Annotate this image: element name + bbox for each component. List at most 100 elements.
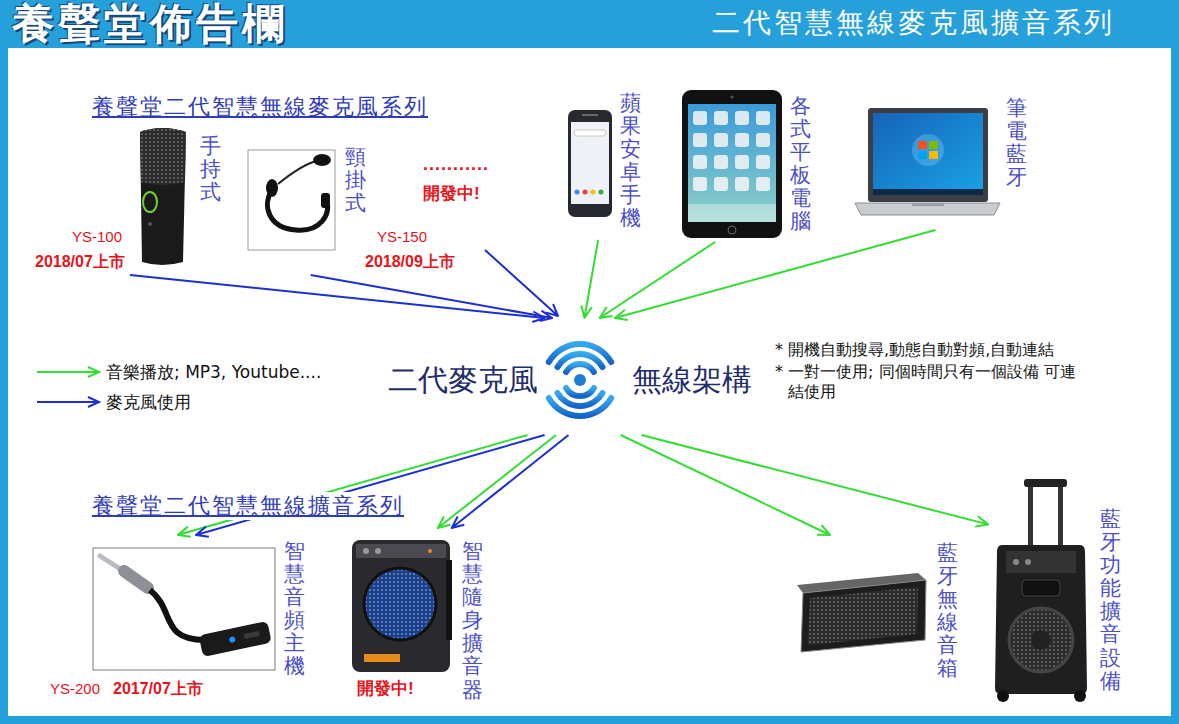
portable-amplifier-illustration-part <box>364 654 400 662</box>
device-node: 智慧隨身擴音器開發中! <box>345 528 490 706</box>
device-label: 蘋果安卓手機 <box>620 92 641 231</box>
wireless-icon-part-part <box>558 393 603 406</box>
portable-amplifier-illustration-part <box>446 560 452 640</box>
portable-amplifier-illustration-part <box>356 544 446 558</box>
pa-speaker-illustration-part <box>1058 482 1063 546</box>
pa-speaker-illustration-part <box>995 545 1087 694</box>
neck-mic-illustration-part <box>313 154 331 166</box>
laptop-illustration-part <box>868 108 988 202</box>
pa-speaker-illustration-part <box>1009 608 1073 672</box>
wireless-icon-part-part <box>549 398 611 416</box>
bluetooth-speaker-illustration <box>797 573 926 652</box>
source-node: 筆電藍牙 <box>848 90 1038 230</box>
handheld-mic-illustration-part <box>143 192 157 212</box>
wireless-hub: 二代麥克風無線架構 <box>385 318 765 435</box>
output-node: 藍牙無線音箱 <box>785 535 963 700</box>
tablet-illustration-part <box>688 104 776 222</box>
laptop-illustration-part <box>918 141 927 149</box>
portable-amplifier-illustration-part <box>352 540 450 672</box>
wireless-icon-part-part <box>558 354 603 367</box>
legend-line <box>37 367 99 377</box>
signal-arrow <box>130 275 545 322</box>
audio-host-illustration-part-part <box>199 621 272 657</box>
audio-host-illustration-part-part <box>229 636 236 643</box>
audio-host-illustration-part <box>93 548 275 670</box>
model-number: YS-100 <box>72 228 122 246</box>
pa-speaker-illustration <box>995 479 1087 702</box>
signal-arrow <box>311 275 552 321</box>
wireless-icon-part <box>549 344 611 416</box>
laptop-illustration-part <box>912 203 944 206</box>
device-label: 手持式 <box>200 135 221 204</box>
signal-arrow <box>642 435 989 527</box>
pa-speaker-illustration-part <box>1024 479 1067 487</box>
phone-illustration-part <box>574 130 606 136</box>
neck-mic-illustration-part <box>248 150 335 250</box>
audio-host-illustration <box>93 548 275 670</box>
portable-amplifier-illustration-part <box>363 548 369 554</box>
laptop-illustration-part <box>929 141 938 149</box>
tablet-illustration-part <box>731 96 734 99</box>
portable-amplifier-illustration-part <box>375 548 381 554</box>
tablet-illustration <box>682 90 782 238</box>
arrow-line <box>642 435 989 527</box>
laptop-illustration-part <box>918 151 927 159</box>
arrow-line <box>311 275 552 321</box>
handheld-mic-illustration-part <box>140 128 186 185</box>
laptop-illustration-part <box>912 134 944 166</box>
signal-arrow <box>438 435 556 528</box>
pa-speaker-illustration-part <box>1028 482 1033 546</box>
series-heading: 養聲堂二代智慧無線擴音系列 <box>90 492 406 520</box>
signal-arrow <box>452 435 569 528</box>
legend-arrow <box>35 364 103 380</box>
development-arrow-part <box>485 250 558 316</box>
hub-label: 二代麥克風 <box>388 362 538 398</box>
neck-mic-illustration-part <box>267 190 327 230</box>
pa-speaker-illustration-part <box>1031 630 1051 650</box>
arrow-line <box>178 435 528 537</box>
device-label: 智慧隨身擴音器 <box>462 540 483 702</box>
laptop-illustration <box>855 108 1000 215</box>
feature-note: * 一對一使用; 同個時間只有一個設備 可連結使用 <box>775 362 1078 402</box>
signal-arrow <box>621 435 830 535</box>
tablet-illustration-part <box>682 90 782 238</box>
handheld-mic-illustration <box>140 128 186 265</box>
phone-illustration-part <box>582 114 598 116</box>
output-node: 藍牙功能擴音設備 <box>988 478 1128 710</box>
neck-mic-illustration <box>248 150 335 250</box>
legend-line <box>37 397 99 407</box>
arrow-line <box>438 435 556 528</box>
device-label: 藍牙功能擴音設備 <box>1100 508 1121 693</box>
series-heading: 養聲堂二代智慧無線麥克風系列 <box>90 93 430 121</box>
handheld-mic-illustration-part <box>148 222 152 226</box>
pa-speaker-illustration-part <box>997 690 1009 702</box>
pa-speaker-illustration-part <box>1013 559 1019 565</box>
audio-host-illustration-part <box>124 571 148 588</box>
pa-speaker-illustration-part <box>1074 690 1086 702</box>
neck-mic-illustration-part <box>321 193 330 208</box>
pa-speaker-illustration-part <box>1022 580 1060 596</box>
tablet-illustration-part <box>690 108 774 196</box>
release-date: 2017/07上市 <box>113 679 203 699</box>
wireless-icon-part-part <box>566 388 594 396</box>
phone-illustration <box>568 110 612 217</box>
wireless-icon-part-part <box>566 364 594 372</box>
arrow-line <box>615 230 936 320</box>
device-label: 筆電藍牙 <box>1006 97 1027 189</box>
arrow-line <box>581 240 598 318</box>
device-node: 智慧音頻主機YS-2002017/07上市 <box>45 535 323 705</box>
phone-illustration-part <box>571 122 609 204</box>
neck-mic-illustration-part <box>278 161 316 184</box>
status-note: 開發中! <box>357 678 414 700</box>
device-node: 手持式 YS-100 2018/07上市 <box>30 122 230 275</box>
legend-arrow <box>35 394 103 410</box>
phone-illustration-part <box>599 190 604 195</box>
device-label: 頸掛式 <box>345 146 366 215</box>
wireless-icon <box>549 344 611 416</box>
bluetooth-speaker-illustration-part <box>808 587 918 645</box>
development-arrow <box>485 250 558 316</box>
portable-amplifier-illustration-part <box>364 568 436 640</box>
wireless-icon-part-part <box>549 344 611 362</box>
device-label: 智慧音頻主機 <box>284 540 305 679</box>
release-date: 2018/07上市 <box>35 252 125 272</box>
